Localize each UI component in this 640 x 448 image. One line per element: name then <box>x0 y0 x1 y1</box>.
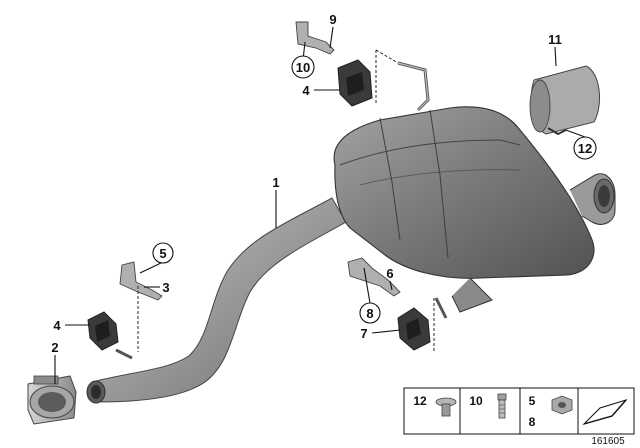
bracket-part-6 <box>347 257 401 297</box>
callout-4-top-label: 4 <box>302 83 310 98</box>
callout-2-label: 2 <box>51 340 58 355</box>
legend-label-5: 5 <box>529 394 536 408</box>
callout-11: 11 <box>548 32 562 47</box>
small-parts-legend: 12 10 5 8 <box>403 387 635 435</box>
rubber-mount-left <box>87 311 119 351</box>
callout-6: 6 <box>386 266 393 281</box>
tailpipe-sleeve-part-11 <box>529 65 600 136</box>
stud-bolt-icon <box>497 393 507 419</box>
callout-12-label: 12 <box>578 141 592 156</box>
callout-5: 5 <box>152 242 174 264</box>
callout-8-label: 8 <box>366 306 373 321</box>
right-stud-bolt <box>434 297 448 319</box>
callout-3-label: 3 <box>162 280 169 295</box>
hex-nut-icon <box>551 395 573 415</box>
exhaust-pipe <box>86 197 347 404</box>
diagram-arrow-icon <box>582 399 628 426</box>
callout-7-label: 7 <box>360 326 367 341</box>
callout-4-left: 4 <box>53 318 61 333</box>
bracket-part-3 <box>119 261 163 301</box>
legend-label-8: 8 <box>529 415 536 429</box>
rubber-mount-top <box>337 59 373 107</box>
callout-10-label: 10 <box>296 60 310 75</box>
callout-1-label: 1 <box>272 175 279 190</box>
callout-3: 3 <box>162 280 169 295</box>
callout-11-label: 11 <box>548 32 562 47</box>
legend-label-10: 10 <box>469 394 483 408</box>
callout-2: 2 <box>51 340 58 355</box>
callout-9-label: 9 <box>329 12 336 27</box>
diagram-id: 161605 <box>591 436 625 447</box>
rear-muffler <box>333 106 595 313</box>
legend-item-12: 12 <box>413 394 457 417</box>
bracket-part-9 <box>295 21 335 55</box>
expanding-rivet-icon <box>435 397 457 417</box>
callout-7: 7 <box>360 326 367 341</box>
callout-4-left-label: 4 <box>53 318 61 333</box>
callout-12: 12 <box>573 136 597 160</box>
tailpipe <box>569 173 616 225</box>
callout-1: 1 <box>272 175 279 190</box>
muffler-hanger-rod <box>397 61 430 112</box>
callout-8: 8 <box>359 302 381 324</box>
legend-item-5-8: 5 8 <box>529 394 573 429</box>
callout-6-label: 6 <box>386 266 393 281</box>
left-stud-bolt <box>115 348 133 360</box>
legend-label-12: 12 <box>413 394 427 408</box>
callout-5-label: 5 <box>159 246 166 261</box>
callout-10: 10 <box>291 55 315 79</box>
legend-item-10: 10 <box>469 393 507 419</box>
rubber-mount-right <box>397 307 431 351</box>
callout-9: 9 <box>329 12 336 27</box>
callout-4-top: 4 <box>302 83 310 98</box>
pipe-clamp-part-2 <box>27 375 77 425</box>
